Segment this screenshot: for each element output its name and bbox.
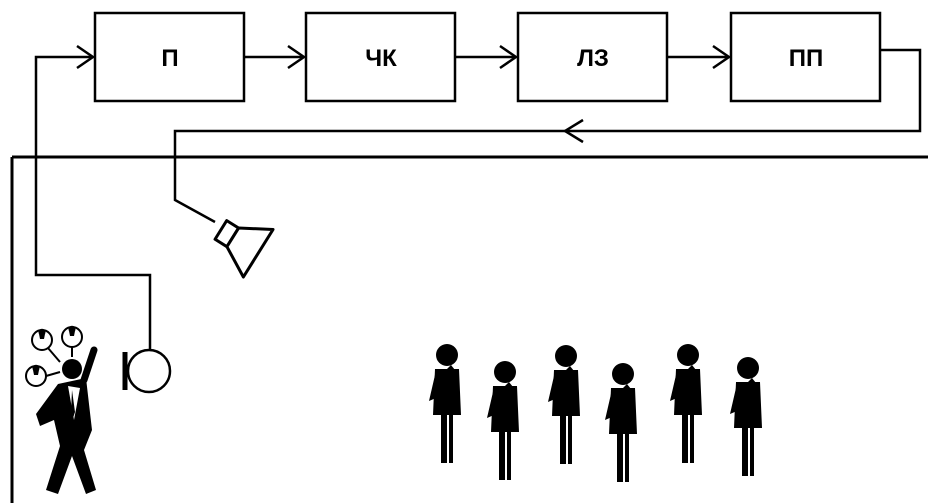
listener-person-icon	[428, 343, 462, 464]
listener-person-icon	[547, 344, 581, 465]
input-arrowhead	[76, 44, 96, 70]
listener-person-icon	[604, 362, 638, 483]
arrowhead-pp	[712, 44, 732, 70]
block-pp-label: ПП	[789, 45, 824, 72]
block-lz-label: ЛЗ	[577, 45, 609, 72]
listener-person-icon	[669, 343, 703, 464]
audience	[428, 343, 763, 483]
microphone-line	[34, 44, 152, 349]
speaker-person-icon	[36, 346, 98, 494]
arrowhead-chk	[287, 44, 307, 70]
block-lz: ЛЗ	[516, 11, 669, 103]
listener-person-icon	[729, 356, 763, 477]
block-p: П	[93, 11, 246, 103]
output-line	[173, 48, 922, 224]
microphone-icon	[122, 348, 172, 394]
room-outline	[10, 155, 928, 503]
signal-arrows	[244, 44, 732, 70]
lightbulb-icon	[25, 325, 83, 387]
block-p-label: П	[161, 45, 178, 72]
loudspeaker-icon	[213, 219, 275, 279]
arrowhead-lz	[499, 44, 519, 70]
block-chk-label: ЧК	[365, 45, 397, 72]
output-arrowhead	[562, 118, 584, 144]
listener-person-icon	[486, 360, 520, 481]
block-chk: ЧК	[304, 11, 457, 103]
block-pp: ПП	[729, 11, 882, 103]
